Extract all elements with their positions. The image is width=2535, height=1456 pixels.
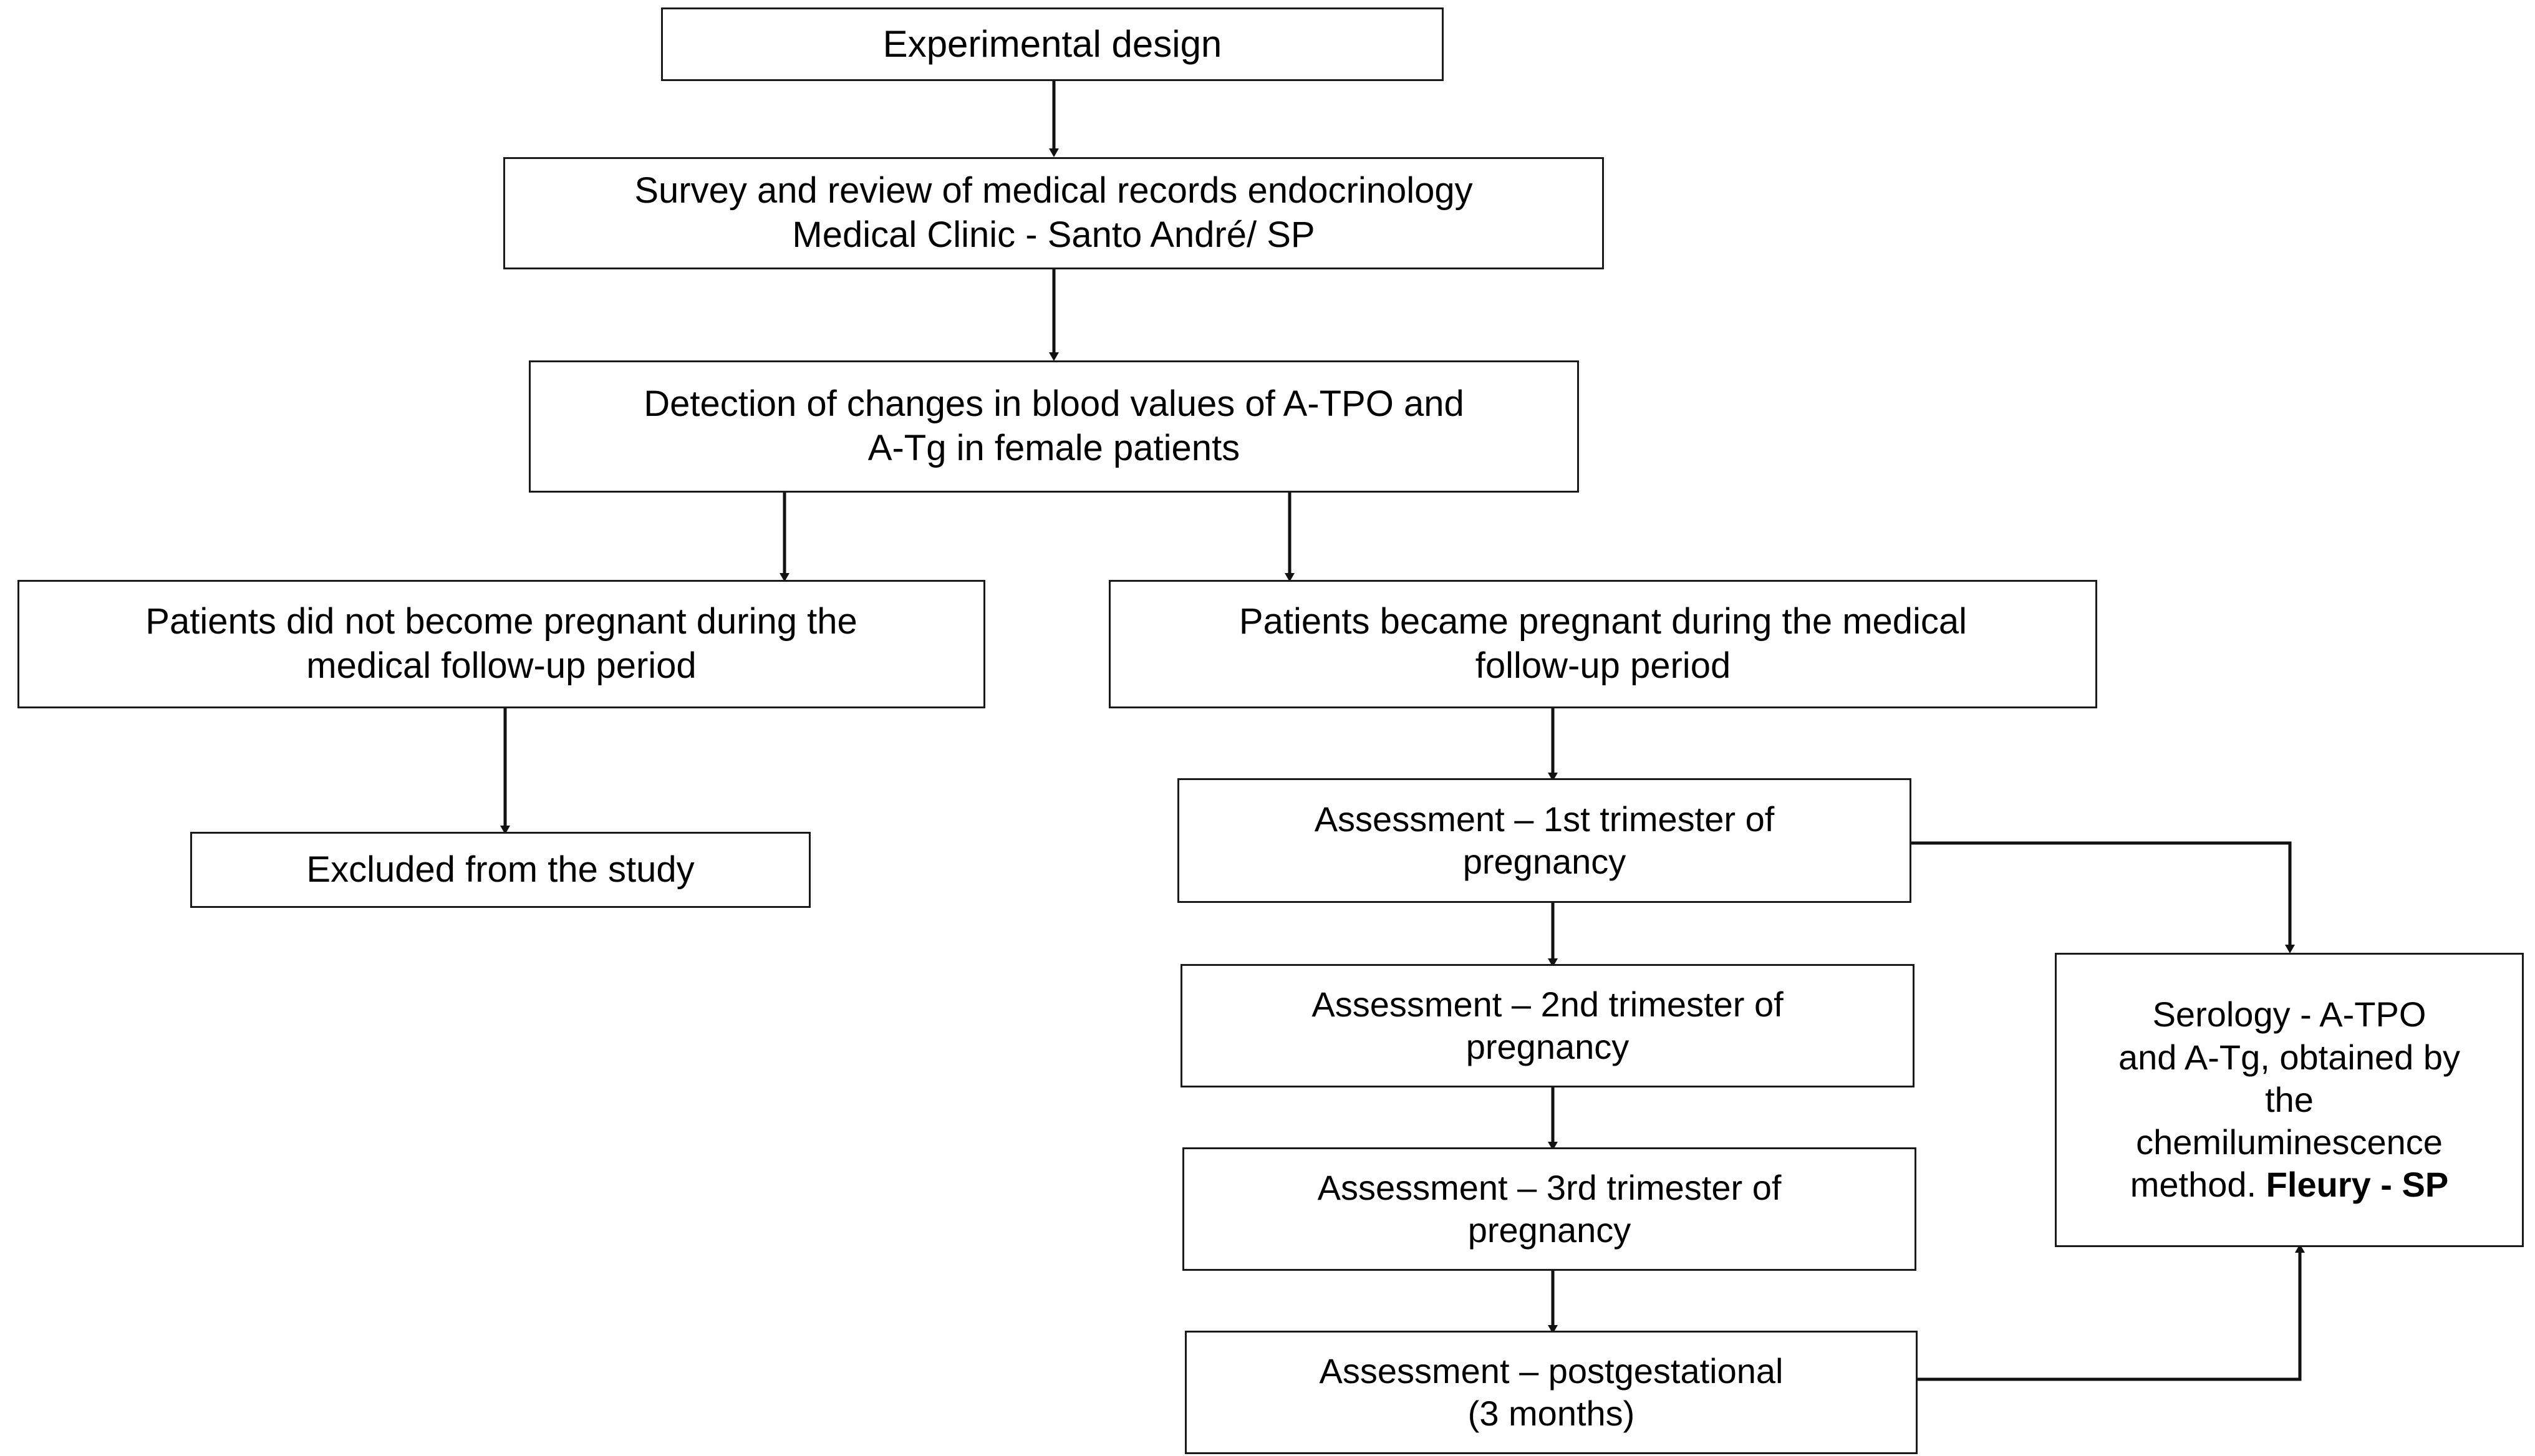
node-survey-review-label: Survey and review of medical records end…: [634, 170, 1473, 255]
node-assessment-3rd-trimester[interactable]: Assessment – 3rd trimester of pregnancy: [1182, 1147, 1916, 1271]
node-detection-changes-label: Detection of changes in blood values of …: [644, 383, 1464, 468]
node-serology-plain-text: Serology - A-TPO and A-Tg, obtained by t…: [2118, 995, 2460, 1205]
node-became-pregnant-label: Patients became pregnant during the medi…: [1239, 601, 1968, 686]
node-assessment-1st-trimester-label: Assessment – 1st trimester of pregnancy: [1314, 799, 1775, 881]
node-serology-label: Serology - A-TPO and A-Tg, obtained by t…: [2118, 993, 2460, 1207]
node-not-pregnant[interactable]: Patients did not become pregnant during …: [17, 580, 985, 708]
node-serology[interactable]: Serology - A-TPO and A-Tg, obtained by t…: [2055, 953, 2524, 1247]
node-assessment-postgestational[interactable]: Assessment – postgestational (3 months): [1185, 1331, 1918, 1454]
node-assessment-postgestational-label: Assessment – postgestational (3 months): [1319, 1351, 1784, 1433]
edge-assessment1-to-serology: [1910, 841, 2295, 953]
node-became-pregnant[interactable]: Patients became pregnant during the medi…: [1109, 580, 2097, 708]
node-survey-review[interactable]: Survey and review of medical records end…: [503, 157, 1604, 269]
edge-postgestational-to-serology: [1916, 1244, 2305, 1381]
node-excluded-from-study[interactable]: Excluded from the study: [190, 832, 811, 908]
node-assessment-2nd-trimester-label: Assessment – 2nd trimester of pregnancy: [1311, 984, 1784, 1066]
node-excluded-from-study-label: Excluded from the study: [306, 849, 695, 890]
node-assessment-3rd-trimester-label: Assessment – 3rd trimester of pregnancy: [1317, 1167, 1782, 1250]
node-serology-lab-name: Fleury - SP: [2266, 1165, 2449, 1205]
node-assessment-1st-trimester[interactable]: Assessment – 1st trimester of pregnancy: [1177, 778, 1911, 903]
node-detection-changes[interactable]: Detection of changes in blood values of …: [529, 360, 1579, 493]
node-experimental-design[interactable]: Experimental design: [661, 7, 1444, 81]
node-assessment-2nd-trimester[interactable]: Assessment – 2nd trimester of pregnancy: [1181, 964, 1915, 1087]
node-not-pregnant-label: Patients did not become pregnant during …: [145, 601, 857, 686]
node-experimental-design-label: Experimental design: [882, 23, 1222, 65]
